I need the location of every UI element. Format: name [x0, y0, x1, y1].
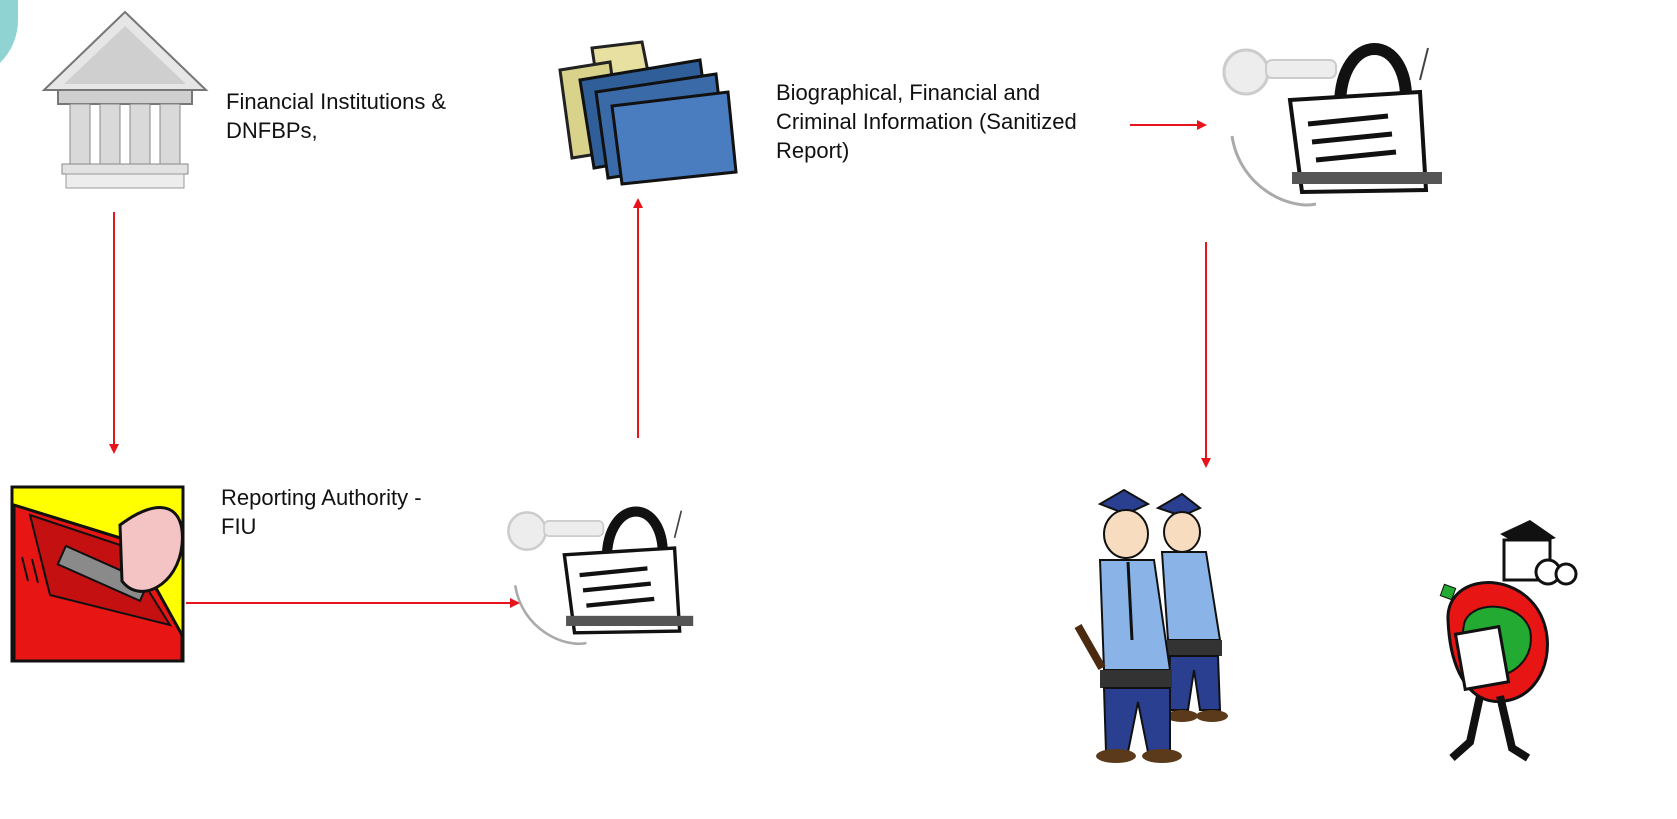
information-label: Biographical, Financial and Criminal Inf…	[776, 78, 1077, 165]
institutions-label: Financial Institutions & DNFBPs,	[226, 87, 446, 145]
money-thief-icon	[1439, 520, 1578, 762]
institutions-label-line1: Financial Institutions &	[226, 89, 447, 114]
padlock-key-icon	[1222, 43, 1442, 207]
bank-building-icon	[41, 10, 209, 189]
information-label-line3: Report)	[776, 138, 850, 163]
information-label-line2: Criminal Information (Sanitized	[776, 109, 1077, 134]
information-label-line1: Biographical, Financial and	[776, 80, 1041, 105]
report-folder-icon	[10, 485, 185, 663]
padlock-key-icon	[507, 506, 694, 646]
authority-label: Reporting Authority - FIU	[221, 483, 422, 541]
institutions-label-line2: DNFBPs,	[226, 118, 318, 143]
file-folders-icon	[558, 40, 738, 186]
authority-label-line2: FIU	[221, 514, 257, 539]
police-officers-icon	[1074, 488, 1228, 763]
authority-label-line1: Reporting Authority -	[221, 485, 422, 510]
